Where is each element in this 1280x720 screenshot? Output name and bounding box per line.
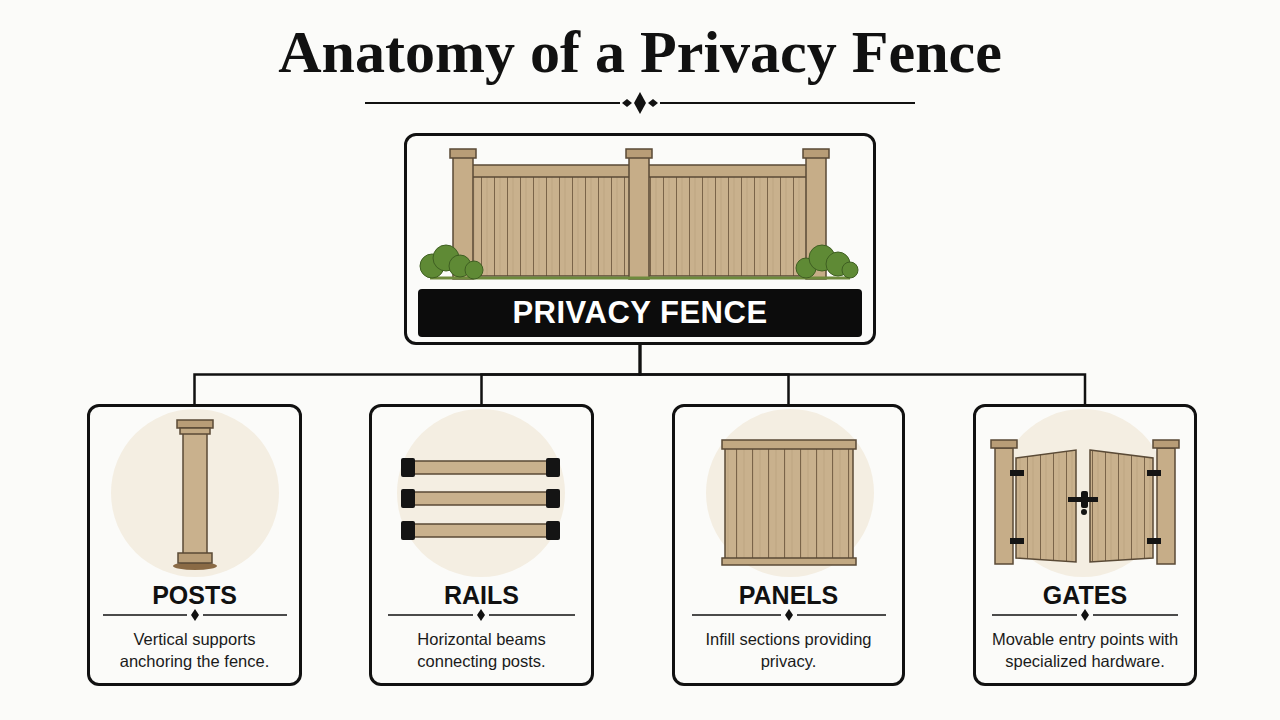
part-box: POSTS Vertical supports anchoring the fen… <box>87 404 302 686</box>
icon-grounds <box>111 409 1167 577</box>
part-description: Horizontal beams connecting posts. <box>384 628 579 672</box>
root-box: PRIVACY FENCE <box>404 133 876 345</box>
panel-icon <box>722 440 856 565</box>
part-description: Movable entry points with specialized ha… <box>988 628 1182 672</box>
tree-connector <box>640 345 1085 404</box>
part-heading: POSTS <box>98 580 291 610</box>
gates-icon <box>991 440 1179 564</box>
part-heading: PANELS <box>683 580 894 610</box>
part-description: Vertical supports anchoring the fence. <box>102 628 287 672</box>
fence-illustration <box>420 149 858 279</box>
part-description: Infill sections providing privacy. <box>687 628 890 672</box>
diagram-title: Anatomy of a Privacy Fence <box>0 14 1280 90</box>
tree-connector <box>482 345 641 404</box>
tree-connector <box>195 345 641 404</box>
title-ornament <box>365 92 915 114</box>
heading-dividers <box>103 609 1178 621</box>
label-band: PRIVACY FENCE <box>418 289 862 337</box>
rails-icon <box>401 458 560 540</box>
part-heading: GATES <box>984 580 1186 610</box>
post-icon <box>173 420 217 570</box>
part-heading: RAILS <box>380 580 583 610</box>
part-box: PANELS Infill sections providing privacy. <box>672 404 905 686</box>
part-box: GATES Movable entry points with specializ… <box>973 404 1197 686</box>
part-box: RAILS Horizontal beams connecting posts. <box>369 404 594 686</box>
